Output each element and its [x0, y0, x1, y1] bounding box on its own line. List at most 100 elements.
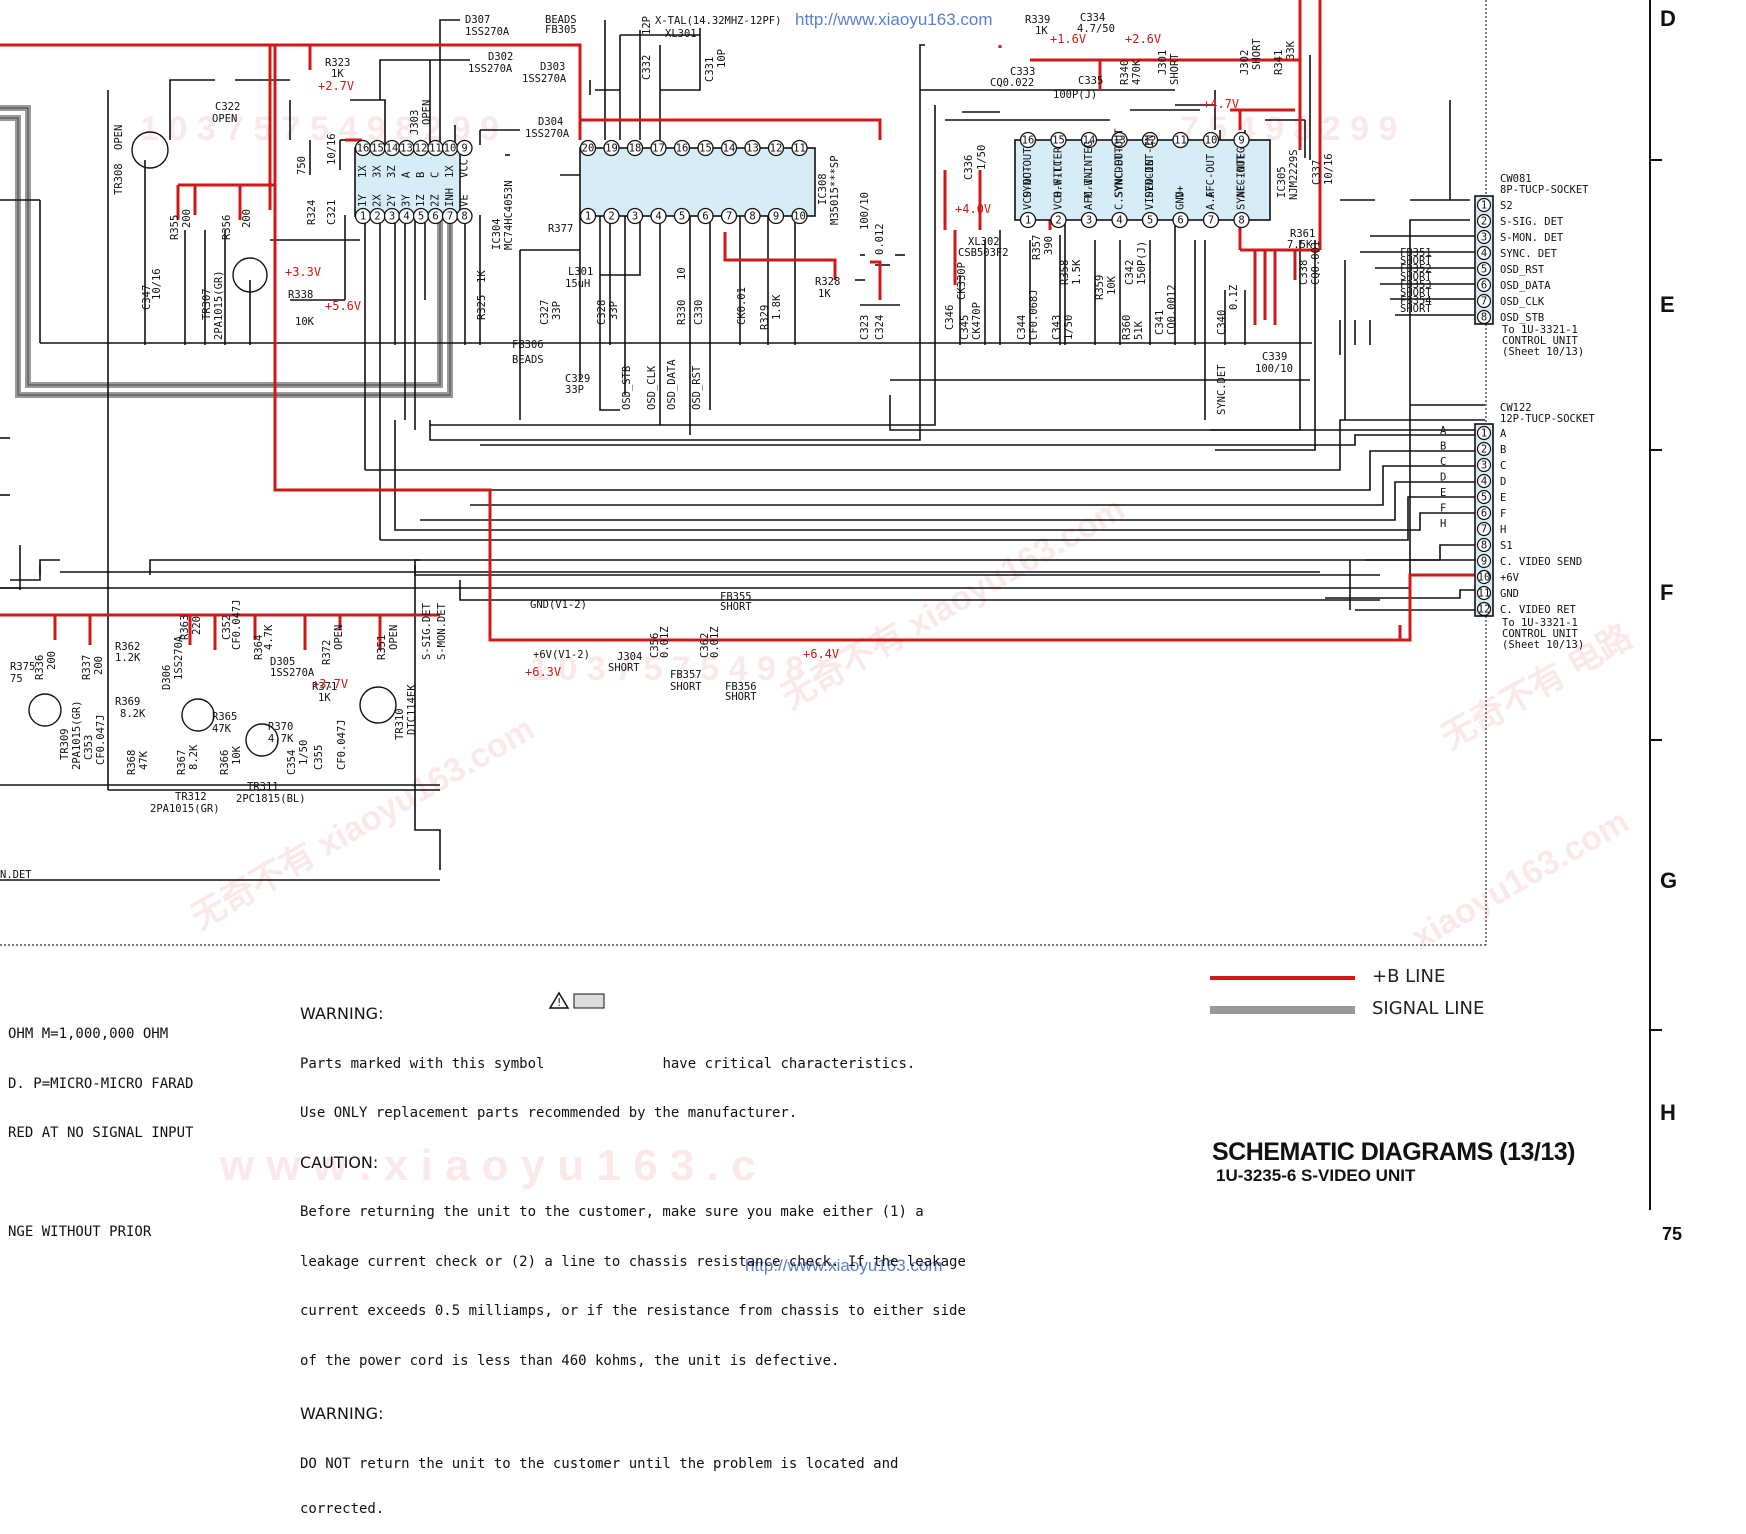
ic308-bottom-pin-number: 1: [585, 211, 591, 223]
ic308-top-pin: [626, 139, 644, 157]
ic305-pin-name: M.W-INTEG: [1083, 141, 1095, 198]
component-value: 100/10: [859, 192, 871, 230]
cw122-pin: [1476, 457, 1492, 473]
ic305-top-pin: [1141, 131, 1159, 149]
cw122-pin-number: 3: [1481, 460, 1487, 472]
ic304-top-pin-number: 12: [415, 143, 428, 155]
ic304-bottom-pin-number: 8: [461, 211, 467, 223]
component-value: 200: [46, 651, 58, 670]
cw122-type: 12P-TUCP-SOCKET: [1500, 413, 1596, 425]
ic308-ref: IC308: [817, 173, 829, 205]
bus-letter: H: [1440, 518, 1446, 530]
ic305-top-pin-number: 10: [1205, 135, 1218, 147]
component-value: 75: [10, 673, 23, 685]
ic305-pin-name: H.W-TC: [1053, 160, 1065, 198]
cw122-name: CW122: [1500, 402, 1532, 414]
ic305-top-pin: [1050, 131, 1067, 149]
component-value: 1SS270A: [522, 73, 567, 85]
cw122-note: CONTROL UNIT: [1502, 628, 1579, 640]
ic308-top-pin: [579, 139, 597, 157]
cw122-pin-label: C: [1500, 460, 1506, 472]
ic305-bottom-pin: [1080, 211, 1098, 229]
ic308-bottom-pin: [626, 207, 644, 225]
ic304-bottom-pin-number: 7: [447, 211, 453, 223]
component-value: 15uH: [565, 278, 590, 290]
component-ref: R359: [1094, 275, 1106, 300]
component-ref: C334: [1080, 12, 1105, 24]
ic305-ref: IC305: [1276, 166, 1288, 198]
zone-label-d: D: [1660, 6, 1676, 31]
component-ref: J303: [409, 110, 421, 135]
ic305-top-pin: [1172, 131, 1189, 149]
component-ref: C354: [286, 750, 298, 775]
ic308-bottom-pin: [579, 207, 597, 225]
ic308-bottom-pin: [791, 207, 808, 225]
cw081-pin: [1476, 277, 1492, 293]
cw122-pin-number: 10: [1478, 572, 1491, 584]
ic304-pin-name: VCC: [459, 159, 471, 178]
cw122-note: (Sheet 10/13): [1502, 639, 1584, 651]
ic308-bottom-pin: [767, 207, 785, 225]
component-ref: R370: [268, 721, 293, 733]
note-line: OHM M=1,000,000 OHM: [8, 1026, 169, 1042]
component-ref: R366: [219, 750, 231, 775]
cw081-note: (Sheet 10/13): [1502, 346, 1584, 358]
component-value: OPEN: [212, 113, 237, 125]
component-value: 8.2K: [188, 744, 200, 770]
cw081-type: 8P-TUCP-SOCKET: [1500, 184, 1589, 196]
tr307-symbol: [232, 257, 268, 293]
ic308-top-pin-number: 17: [652, 143, 665, 155]
ic304-pin-name: 1Y: [357, 194, 369, 207]
ic308-top-pin: [767, 139, 785, 157]
ic304-pin-name: 3Z: [386, 165, 398, 178]
bus-letter: F: [1440, 503, 1446, 515]
cw081-pin-label: SYNC. DET: [1500, 248, 1558, 260]
component-ref: C339: [1262, 351, 1287, 363]
component-value: SHORT: [1400, 271, 1432, 283]
ic305-bottom-pin-number: 8: [1238, 215, 1244, 227]
component-ref: FB357: [670, 669, 702, 681]
component-ref: C336: [963, 155, 975, 180]
ic305-pin-name: VCO-FILTER: [1053, 146, 1065, 210]
component-ref: C342: [1124, 260, 1136, 285]
component-value: CQ0.022: [990, 77, 1034, 89]
net-label: OSD_CLK: [646, 365, 658, 410]
ic304-pin-name: 2X: [372, 194, 384, 207]
page-subtitle: 1U-3235-6 S-VIDEO UNIT: [1216, 1166, 1416, 1185]
warning-block: WARNING: Parts marked with this symbol h…: [300, 973, 966, 1534]
component-value: 1K: [1035, 25, 1048, 37]
component-value: 47K: [138, 750, 150, 770]
cw122-pin-label: B: [1500, 444, 1506, 456]
legend-b-line-label: +B LINE: [1372, 966, 1446, 987]
cw122-pin: [1476, 441, 1492, 457]
component-value: 10K: [295, 316, 315, 328]
cw081-pin-number: 8: [1481, 312, 1487, 324]
component-value: 1K: [818, 288, 831, 300]
component-ref: D305: [270, 656, 295, 668]
ic304-pin-name: 1X: [444, 165, 456, 178]
ic305-top-pin: [1233, 131, 1250, 149]
voltage-label: +3.7V: [312, 677, 348, 691]
zone-label-e: E: [1660, 292, 1675, 317]
ic308-top-pin: [603, 139, 620, 157]
zone-label-g: G: [1660, 868, 1677, 893]
component-ref: R371: [312, 681, 337, 693]
component-ref: C343: [1051, 315, 1063, 340]
component-value: 1.8K: [771, 294, 783, 320]
ic308-bottom-pin: [744, 207, 761, 225]
component-value: SHORT: [1400, 287, 1432, 299]
component-ref: R341: [1273, 50, 1285, 75]
component-value: SHORT: [1400, 303, 1432, 315]
component-ref: C340: [1216, 310, 1228, 335]
component-value: 10/16: [151, 268, 163, 300]
critical-pattern-icon: [573, 993, 605, 1009]
component-ref: C362: [699, 633, 711, 658]
component-value: 0.01Z: [709, 626, 721, 658]
cw081-pin-label: S2: [1500, 200, 1513, 212]
cw081-note: To 1U-3321-1: [1502, 324, 1578, 336]
component-ref: C345: [959, 315, 971, 340]
cw122-pin-label: E: [1500, 492, 1506, 504]
component-ref: C347: [141, 285, 153, 310]
cw081-pin-number: 7: [1481, 296, 1487, 308]
component-ref: R367: [176, 750, 188, 775]
